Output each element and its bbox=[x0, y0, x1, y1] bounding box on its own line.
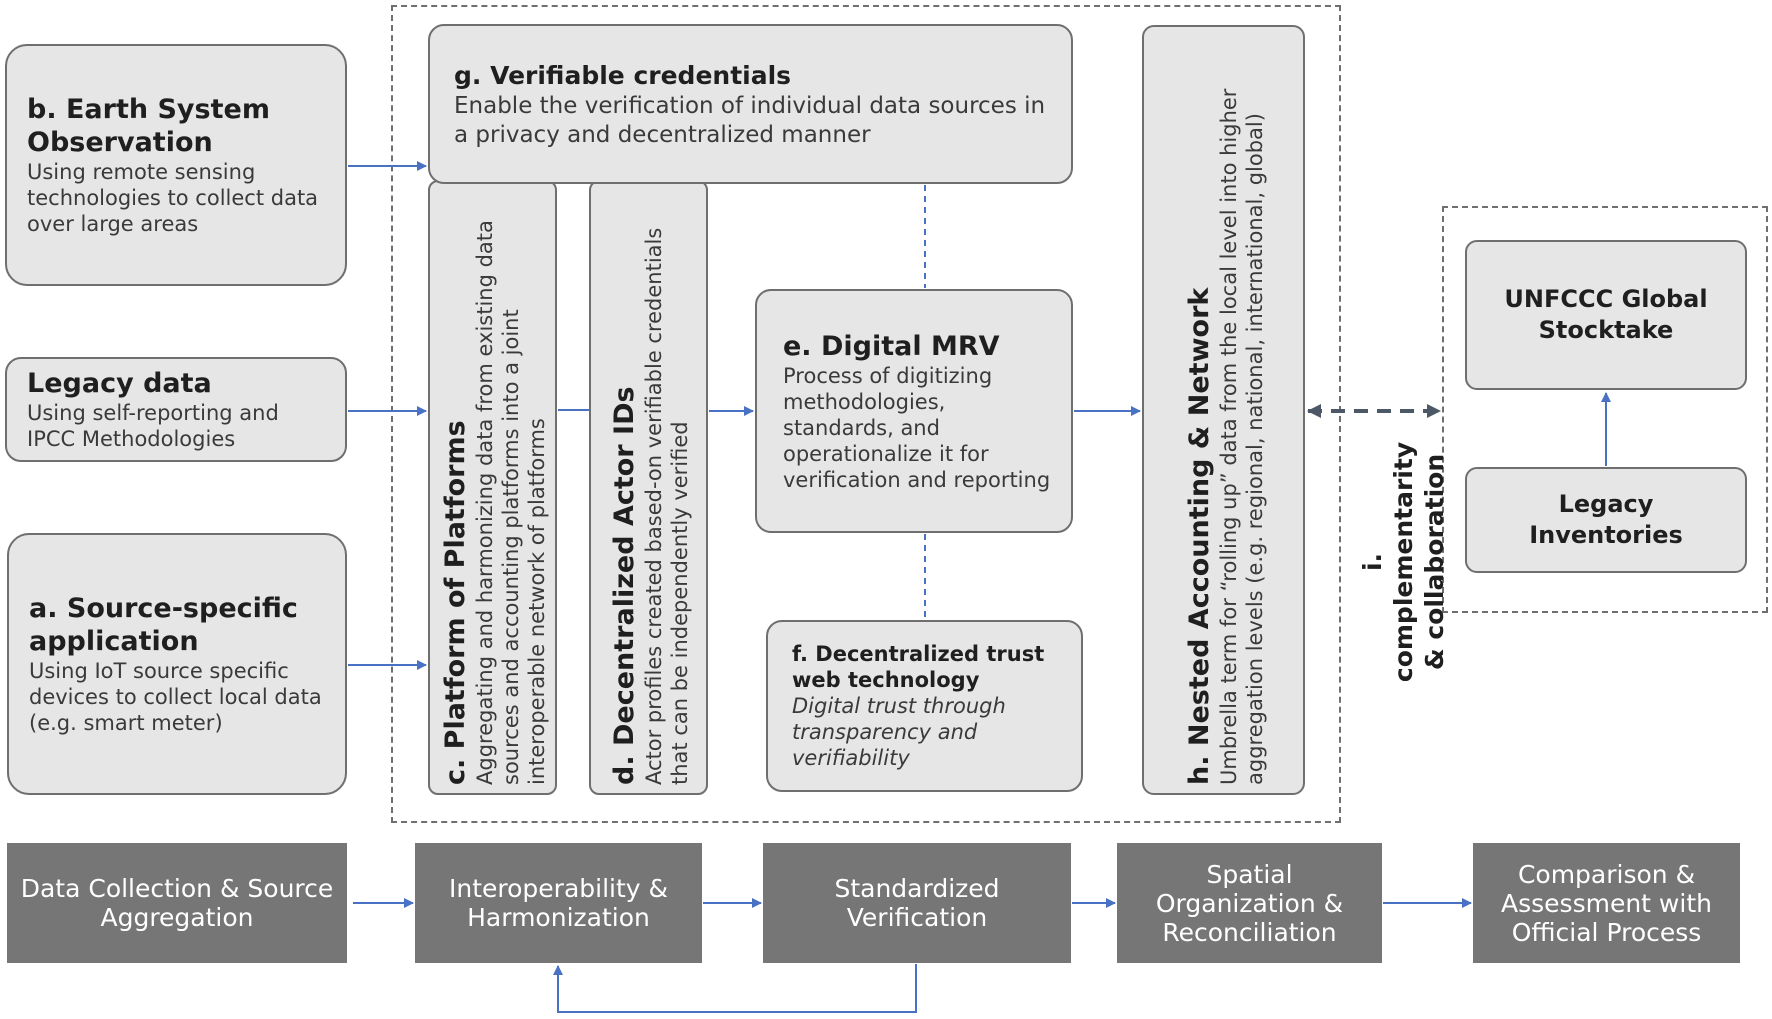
stage-standardized-verification: Standardized Verification bbox=[763, 843, 1071, 963]
earth-system-observation-box: b. Earth System Observation Using remote… bbox=[5, 44, 347, 286]
legacy-inventories-box: Legacy Inventories bbox=[1465, 467, 1747, 573]
digital-mrv-desc: Process of digitizing methodologies, sta… bbox=[783, 363, 1051, 492]
decentralized-trust-box: f. Decentralized trust web technology Di… bbox=[766, 620, 1083, 792]
digital-mrv-title: e. Digital MRV bbox=[783, 330, 1000, 362]
stage-interoperability: Interoperability & Harmonization bbox=[415, 843, 702, 963]
verifiable-credentials-desc: Enable the verification of individual da… bbox=[454, 92, 1046, 148]
earth-system-observation-desc: Using remote sensing technologies to col… bbox=[27, 160, 319, 236]
legacy-data-box: Legacy data Using self-reporting and IPC… bbox=[5, 357, 347, 462]
decentralized-trust-title: f. Decentralized trust web technology bbox=[792, 642, 1045, 692]
nested-accounting-box: h. Nested Accounting & Network Umbrella … bbox=[1142, 25, 1305, 795]
stage-data-collection: Data Collection & Source Aggregation bbox=[7, 843, 347, 963]
source-specific-application-title: a. Source-specific application bbox=[29, 593, 298, 657]
legacy-inventories-title: Legacy Inventories bbox=[1529, 490, 1683, 549]
verifiable-credentials-box: g. Verifiable credentials Enable the ver… bbox=[428, 24, 1073, 184]
source-specific-application-box: a. Source-specific application Using IoT… bbox=[7, 533, 347, 795]
earth-system-observation-title: b. Earth System Observation bbox=[27, 94, 270, 158]
unfccc-global-stocktake-title: UNFCCC Global Stocktake bbox=[1504, 285, 1708, 344]
platform-of-platforms-box: c. Platform of Platforms Aggregating and… bbox=[428, 180, 557, 795]
digital-mrv-box: e. Digital MRV Process of digitizing met… bbox=[755, 289, 1073, 533]
legacy-data-title: Legacy data bbox=[27, 368, 212, 399]
feedback-loop-verification-to-interoperability bbox=[553, 964, 917, 1013]
legacy-data-desc: Using self-reporting and IPCC Methodolog… bbox=[27, 401, 279, 451]
official-process-frame bbox=[1442, 206, 1768, 613]
stage-spatial-organization: Spatial Organization & Reconciliation bbox=[1117, 843, 1382, 963]
decentralized-actor-ids-box: d. Decentralized Actor IDs Actor profile… bbox=[589, 180, 708, 795]
decentralized-trust-desc: Digital trust through transparency and v… bbox=[792, 694, 1006, 770]
verifiable-credentials-title: g. Verifiable credentials bbox=[454, 60, 792, 90]
source-specific-application-desc: Using IoT source specific devices to col… bbox=[29, 659, 322, 735]
unfccc-global-stocktake-box: UNFCCC Global Stocktake bbox=[1465, 240, 1747, 390]
stage-comparison-assessment: Comparison & Assessment with Official Pr… bbox=[1473, 843, 1740, 963]
